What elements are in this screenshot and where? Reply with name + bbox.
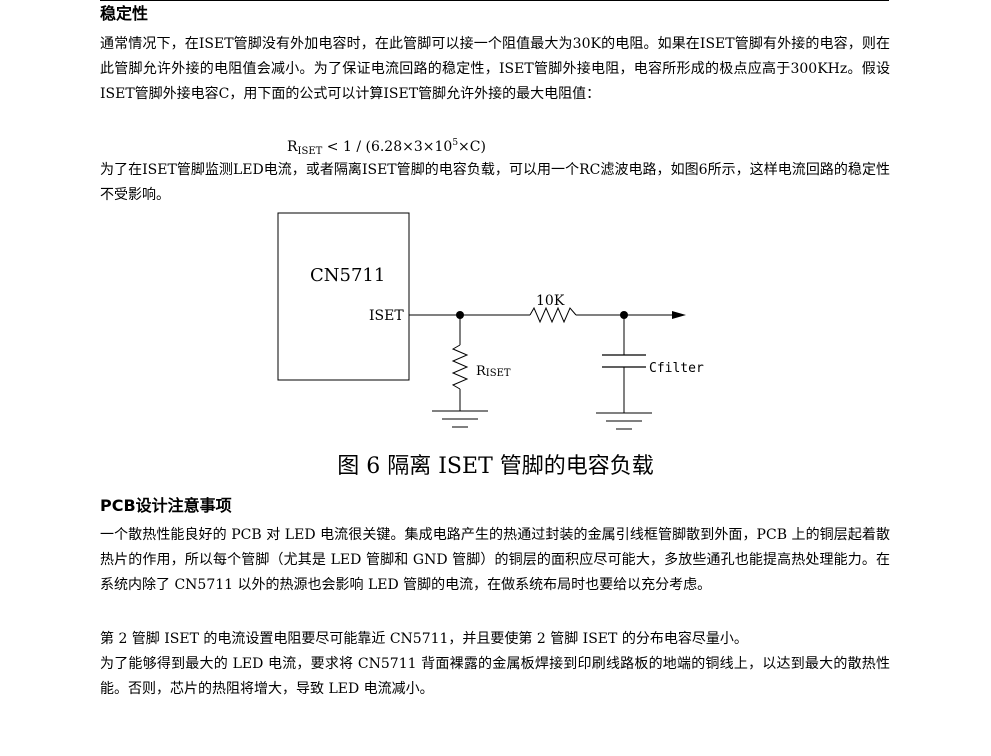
cn5711-chip-box <box>277 212 410 381</box>
riset-label: RISET <box>476 364 511 379</box>
riset-label-r: R <box>476 364 487 379</box>
section-heading-pcb: PCB设计注意事项 <box>100 496 232 515</box>
output-arrow-icon <box>672 311 686 319</box>
resistor-10k-symbol <box>529 306 577 324</box>
top-rule <box>100 0 889 1</box>
paragraph-pcb-exposed-pad: 为了能够得到最大的 LED 电流，要求将 CN5711 背面裸露的金属板焊接到印… <box>100 656 890 697</box>
formula-r: R <box>287 139 298 155</box>
paragraph-pcb-iset: 第 2 管脚 ISET 的电流设置电阻要尽可能靠近 CN5711，并且要使第 2… <box>100 631 748 647</box>
riset-label-sub: ISET <box>486 368 511 379</box>
paragraph-pcb-thermal: 一个散热性能良好的 PCB 对 LED 电流很关键。集成电路产生的热通过封装的金… <box>100 527 890 593</box>
cfilter-label: Cfilter <box>649 361 704 376</box>
resistor-value-label: 10K <box>536 293 565 309</box>
paragraph-stability-intro: 通常情况下，在ISET管脚没有外加电容时，在此管脚可以接一个阻值最大为30K的电… <box>100 36 890 102</box>
section-heading-stability: 稳定性 <box>100 4 149 23</box>
iset-pin-label: ISET <box>369 308 404 324</box>
figure-caption: 图 6 隔离 ISET 管脚的电容负载 <box>337 454 654 479</box>
chip-label: CN5711 <box>310 265 385 286</box>
formula-sub: ISET <box>297 146 323 157</box>
formula-sup: 5 <box>452 138 459 148</box>
formula-mid: < 1 / (6.28×3×10 <box>322 139 453 155</box>
riset-formula: RISET < 1 / (6.28×3×105×C) <box>287 133 486 162</box>
formula-end: ×C) <box>458 139 486 155</box>
riset-resistor-symbol <box>451 344 469 390</box>
paragraph-rc-filter: 为了在ISET管脚监测LED电流，或者隔离ISET管脚的电容负载，可以用一个RC… <box>100 162 890 203</box>
